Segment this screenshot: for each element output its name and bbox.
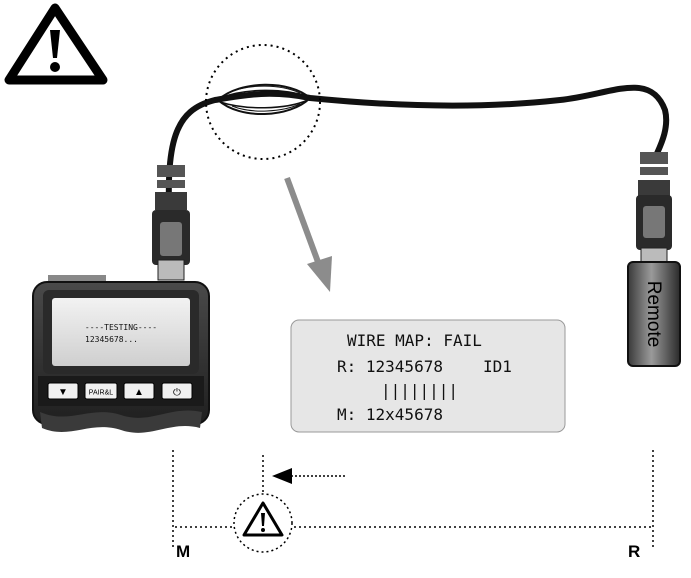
remote-label: Remote bbox=[643, 281, 664, 348]
result-line-3: |||||||| bbox=[381, 381, 458, 400]
left-rj45-plug bbox=[152, 165, 190, 281]
distance-scale: M R bbox=[172, 450, 654, 561]
scale-label-r: R bbox=[628, 542, 640, 561]
scale-label-m: M bbox=[176, 542, 190, 561]
pair-button[interactable]: PAIR&L bbox=[84, 382, 118, 400]
pair-button-label: PAIR&L bbox=[89, 390, 113, 397]
cable-tester: ----TESTING---- 12345678... ▼ PAIR&L ▲ ⏻ bbox=[32, 275, 210, 433]
right-rj45-plug bbox=[636, 152, 672, 267]
remote-unit: Remote bbox=[627, 261, 681, 367]
wire-map-result-display: WIRE MAP: FAIL R: 12345678 ID1 |||||||| … bbox=[290, 319, 566, 433]
up-button[interactable]: ▲ bbox=[123, 382, 155, 400]
down-icon: ▼ bbox=[58, 387, 68, 398]
power-button[interactable]: ⏻ bbox=[161, 382, 193, 400]
down-button[interactable]: ▼ bbox=[47, 382, 79, 400]
cable-damage bbox=[217, 83, 311, 116]
damage-highlight-circle bbox=[205, 44, 321, 160]
result-id: ID1 bbox=[483, 357, 512, 376]
tester-lcd bbox=[52, 298, 190, 366]
dotted-arrow bbox=[272, 468, 345, 484]
result-line-1: WIRE MAP: FAIL bbox=[347, 331, 482, 350]
cable bbox=[165, 44, 670, 233]
tester-screen-line-2: 12345678... bbox=[85, 335, 138, 344]
tester-screen-line-1: ----TESTING---- bbox=[85, 323, 157, 332]
warning-triangle-icon bbox=[4, 3, 108, 85]
fault-location-marker bbox=[233, 493, 293, 553]
pointer-arrow bbox=[284, 176, 332, 292]
warning-triangle-small-icon bbox=[242, 501, 284, 537]
result-line-2: R: 12345678 bbox=[337, 357, 443, 376]
result-line-4: M: 12x45678 bbox=[337, 405, 443, 424]
up-icon: ▲ bbox=[134, 387, 144, 398]
power-icon: ⏻ bbox=[173, 388, 181, 399]
